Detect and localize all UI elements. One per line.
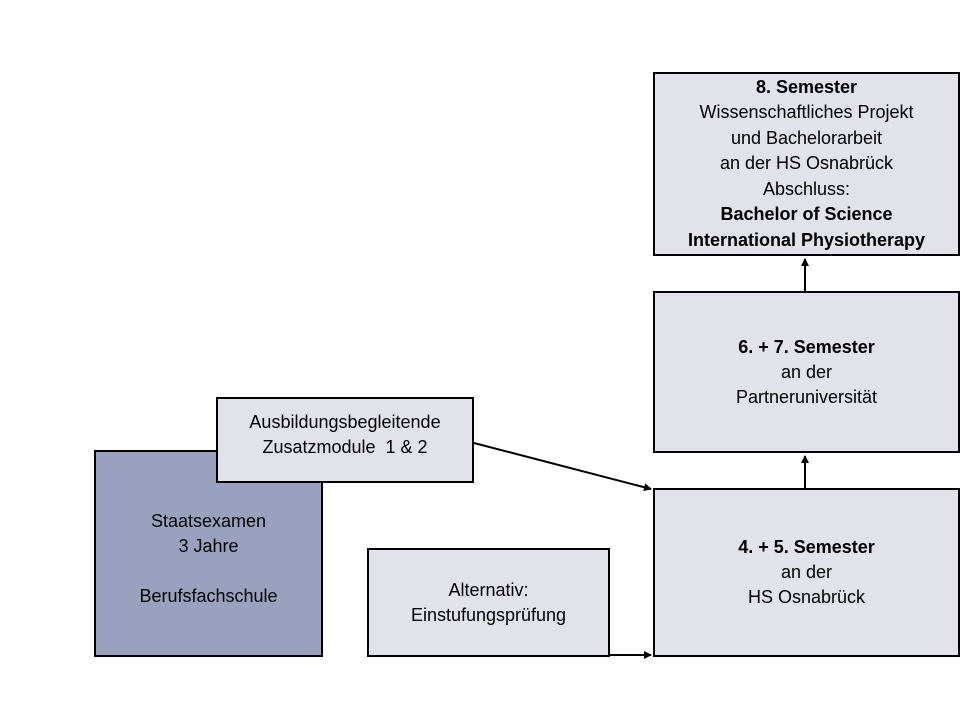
staatsexamen-title: Staatsexamen	[150, 510, 267, 531]
semester-8-degree: Bachelor of Science	[720, 204, 893, 225]
semester-4-5-title: 4. + 5. Semester	[738, 537, 875, 557]
zusatzmodule-line1: Ausbildungsbegleitende	[249, 412, 441, 432]
semester-4-5-box: 4. + 5. Semester an der HS Osnabrück	[653, 488, 960, 657]
alternativ-label: Alternativ:	[448, 579, 529, 600]
staatsexamen-box: Staatsexamen 3 Jahre Berufsfachschule	[94, 450, 323, 657]
semester-8-title: 8. Semester	[755, 76, 858, 97]
zusatzmodule-line2: Zusatzmodule 1 & 2	[262, 437, 428, 457]
semester-6-7-line2: an der	[780, 361, 833, 382]
zusatzmodule-box: Ausbildungsbegleitende Zusatzmodule 1 & …	[216, 397, 474, 483]
semester-8-box: 8. Semester Wissenschaftliches Projekt u…	[653, 72, 960, 256]
alternativ-box: Alternativ: Einstufungsprüfung	[367, 548, 610, 657]
semester-8-location: an der HS Osnabrück	[719, 153, 894, 174]
semester-4-5-line2: an der	[780, 562, 833, 582]
semester-8-project: Wissenschaftliches Projekt	[699, 102, 914, 123]
arrow-zusatz-to-sem45	[473, 442, 652, 492]
semester-6-7-title: 6. + 7. Semester	[738, 336, 875, 357]
semester-8-program: International Physiotherapy	[687, 229, 926, 250]
semester-4-5-location: HS Osnabrück	[747, 587, 866, 607]
semester-6-7-location: Partneruniversität	[735, 386, 878, 407]
semester-8-degree-label: Abschluss:	[762, 178, 851, 199]
semester-8-thesis: und Bachelorarbeit	[730, 127, 883, 148]
staatsexamen-duration: 3 Jahre	[178, 535, 239, 556]
semester-6-7-box: 6. + 7. Semester an der Partneruniversit…	[653, 291, 960, 453]
staatsexamen-school: Berufsfachschule	[139, 585, 278, 606]
alternativ-exam: Einstufungsprüfung	[410, 604, 567, 625]
